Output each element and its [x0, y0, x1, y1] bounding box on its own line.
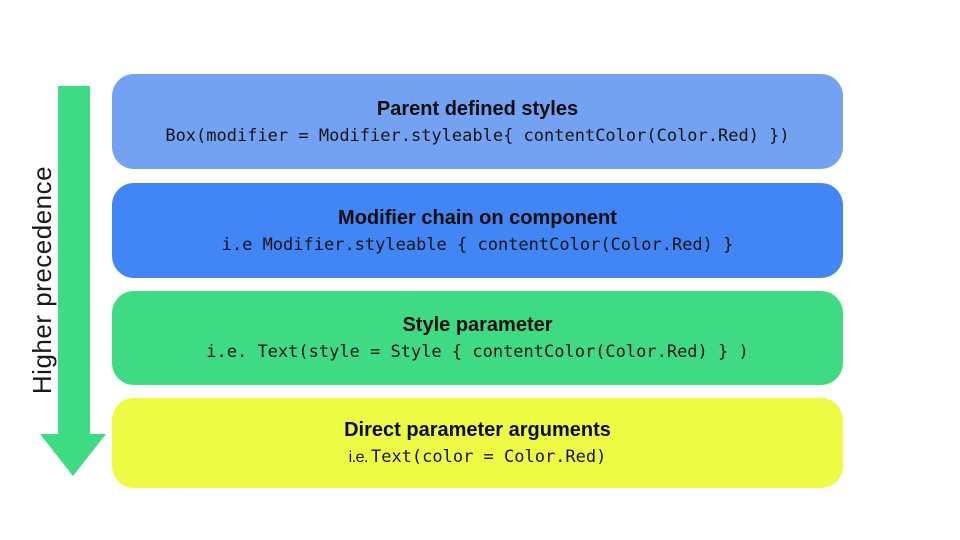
box-modifier-chain: Modifier chain on component i.e Modifier…: [112, 183, 843, 278]
box-direct-parameter-arguments: Direct parameter arguments i.e. Text(col…: [112, 398, 843, 488]
box-title: Parent defined styles: [376, 97, 579, 120]
box-code: i.e. Text(color = Color.Red): [349, 446, 607, 469]
down-arrow-shape: [40, 86, 106, 476]
box-code: i.e Modifier.styleable { contentColor(Co…: [222, 234, 734, 256]
code-text: i.e. Text(style = Style { contentColor(C…: [206, 342, 749, 362]
code-text: i.e Modifier.styleable { contentColor(Co…: [221, 234, 734, 255]
box-title: Style parameter: [402, 314, 553, 336]
box-style-parameter: Style parameter i.e. Text(style = Style …: [112, 291, 843, 385]
down-arrow-icon: [40, 86, 106, 476]
box-code: Box(modifier = Modifier.styleable{ conte…: [165, 125, 789, 147]
box-title: Direct parameter arguments: [344, 418, 611, 441]
box-code: i.e. Text(style = Style { contentColor(C…: [206, 341, 748, 363]
code-text: Text(color = Color.Red): [370, 446, 607, 467]
box-parent-defined-styles: Parent defined styles Box(modifier = Mod…: [112, 74, 843, 169]
code-text: Box(modifier = Modifier.styleable{ conte…: [165, 125, 790, 146]
code-prefix: i.e.: [348, 448, 369, 466]
box-title: Modifier chain on component: [338, 206, 617, 229]
